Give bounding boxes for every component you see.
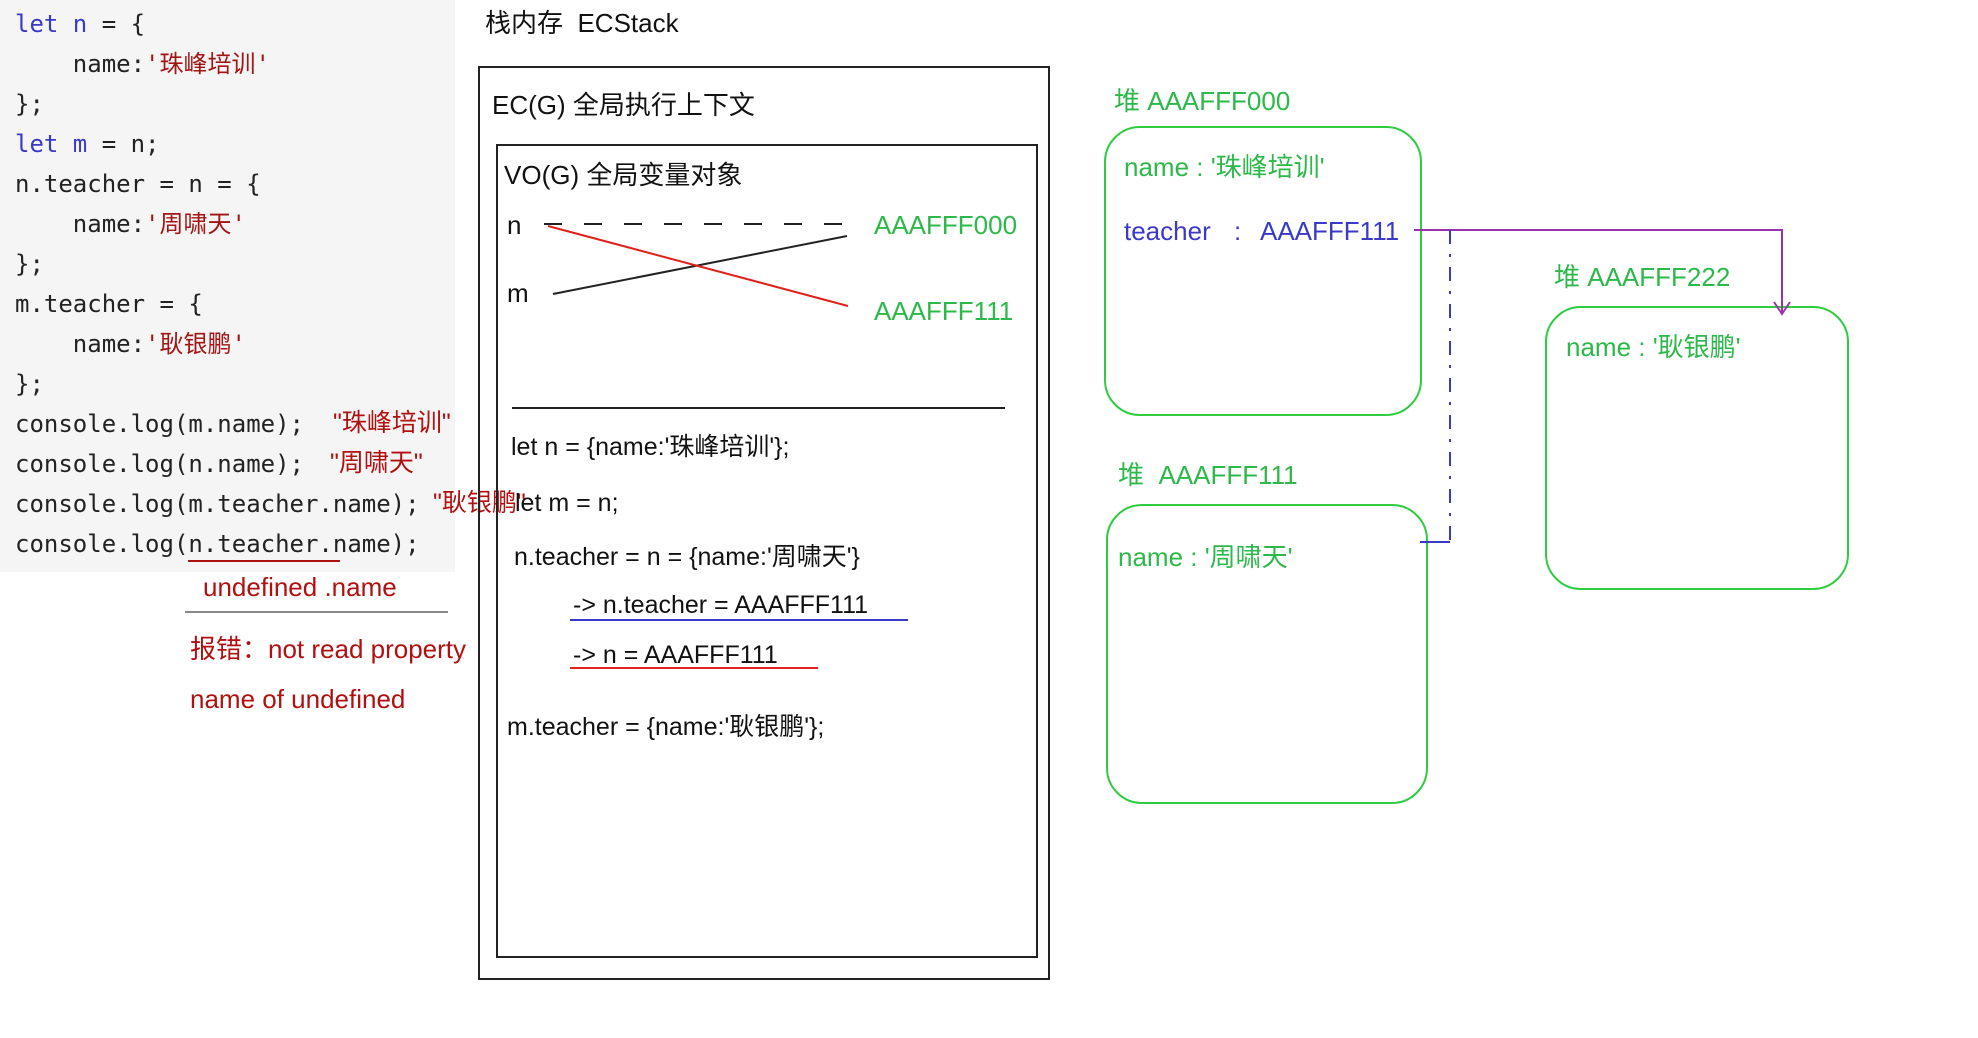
stmt-step-a: -> n.teacher = AAAFFF111 xyxy=(573,591,869,619)
var-m-label: m xyxy=(507,278,529,308)
code-line: name:'珠峰培训' xyxy=(15,44,270,84)
addr-111-label: AAAFFF111 xyxy=(874,296,1014,326)
code-token: n.teacher = n = { xyxy=(15,170,261,198)
result-m-name: "珠峰培训" xyxy=(333,409,451,437)
code-token: '耿银鹏' xyxy=(145,330,246,358)
code-line: m.teacher = { xyxy=(15,284,203,324)
code-token: name: xyxy=(15,50,146,78)
code-panel: let n = { name:'珠峰培训'};let m = n;n.teach… xyxy=(0,0,526,572)
n-to-111-red-line xyxy=(547,225,849,307)
code-token: m xyxy=(72,130,88,158)
heap-111-title: 堆 AAAFFF111 xyxy=(1118,460,1298,490)
code-token: name: xyxy=(15,330,146,358)
code-line: name:'周啸天' xyxy=(15,204,246,244)
vo-global-label: VO(G) 全局变量对象 xyxy=(504,160,743,190)
code-token: console.log(n.teacher.name); xyxy=(15,530,420,558)
stmt-step-b: -> n = AAAFFF111 xyxy=(573,641,778,669)
stmt-n-teacher: n.teacher = n = {name:'周啸天'} xyxy=(514,543,860,571)
code-line: console.log(m.name); xyxy=(15,404,304,444)
heap-222-name: name : '耿银鹏' xyxy=(1566,332,1741,362)
vo-box xyxy=(496,144,1038,958)
code-line: name:'耿银鹏' xyxy=(15,324,246,364)
error-note-line2: name of undefined xyxy=(190,684,406,714)
heap-000-title: 堆 AAAFFF000 xyxy=(1114,86,1291,116)
code-token: }; xyxy=(15,370,44,398)
addr-000-label: AAAFFF000 xyxy=(874,210,1018,240)
code-token: name: xyxy=(15,210,146,238)
code-token: }; xyxy=(15,90,44,118)
code-token: console.log(n.name); xyxy=(15,450,304,478)
heap-222-title: 堆 AAAFFF222 xyxy=(1554,262,1731,292)
teacher-to-222-arrowhead xyxy=(1773,301,1791,316)
code-line: }; xyxy=(15,84,44,124)
code-token: let xyxy=(15,130,73,158)
code-line: console.log(n.name); xyxy=(15,444,304,484)
code-line: console.log(m.teacher.name); xyxy=(15,484,420,524)
code-line: let n = { xyxy=(15,4,145,44)
code-line: let m = n; xyxy=(15,124,160,164)
stmt-let-m: let m = n; xyxy=(515,489,619,517)
code-token: let xyxy=(15,10,73,38)
ec-global-label: EC(G) 全局执行上下文 xyxy=(492,90,755,120)
m-to-000-line xyxy=(552,235,848,295)
heap-000-teacher-sep: : xyxy=(1234,216,1242,246)
code-line: }; xyxy=(15,364,44,404)
code-token: m.teacher = { xyxy=(15,290,203,318)
var-n-label: n xyxy=(507,210,522,240)
heap-000-teacher-key: teacher xyxy=(1124,216,1211,246)
code-token: n xyxy=(72,10,88,38)
result-n-name: "周啸天" xyxy=(330,449,423,477)
heap-111-box xyxy=(1106,504,1428,804)
error-note-line1: 报错：not read property xyxy=(190,634,467,664)
code-token: '周啸天' xyxy=(145,210,246,238)
code-token: }; xyxy=(15,250,44,278)
undefined-name-note: undefined .name xyxy=(203,572,397,602)
heap-111-name: name : '周啸天' xyxy=(1118,542,1293,572)
code-token: = { xyxy=(87,10,146,38)
heap-000-box xyxy=(1104,126,1422,416)
code-token: '珠峰培训' xyxy=(145,50,270,78)
code-token: console.log(m.name); xyxy=(15,410,304,438)
code-line: n.teacher = n = { xyxy=(15,164,261,204)
heap-000-teacher-value: AAAFFF111 xyxy=(1260,216,1400,246)
stack-title: 栈内存 ECStack xyxy=(485,8,679,38)
ecstack-box xyxy=(478,66,1050,980)
stmt-m-teacher: m.teacher = {name:'耿银鹏'}; xyxy=(507,713,825,741)
code-line: console.log(n.teacher.name); xyxy=(15,524,420,564)
code-token: = n; xyxy=(87,130,160,158)
code-line: }; xyxy=(15,244,44,284)
heap-000-name: name : '珠峰培训' xyxy=(1124,152,1325,182)
code-token: console.log(m.teacher.name); xyxy=(15,490,420,518)
teacher-to-222-arrow xyxy=(1414,229,1783,312)
heap-222-box xyxy=(1545,306,1849,590)
stmt-let-n: let n = {name:'珠峰培训'}; xyxy=(511,433,790,461)
